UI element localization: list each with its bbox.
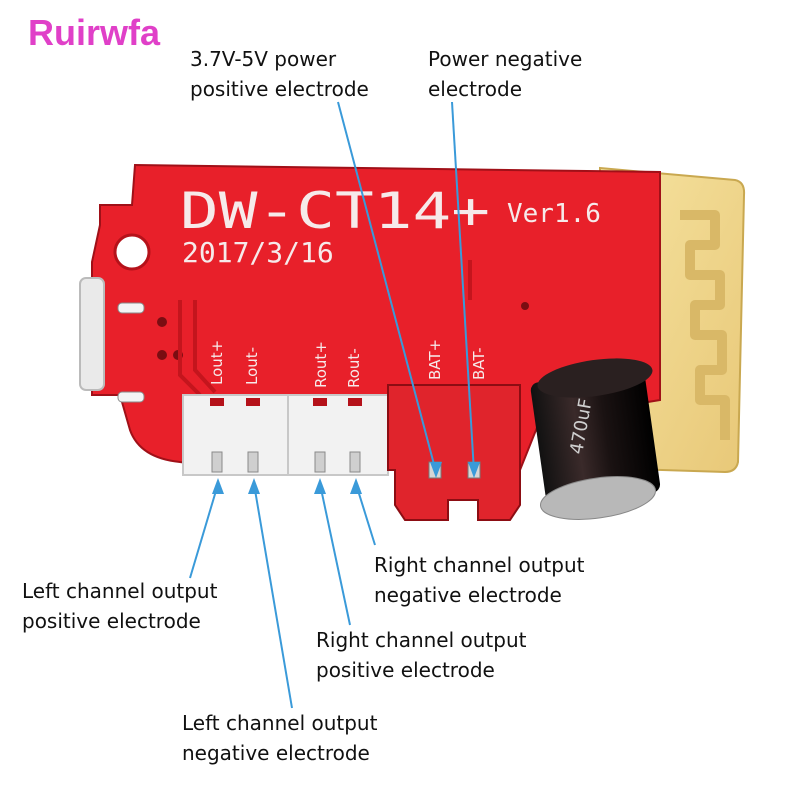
arrowhead: [350, 478, 362, 494]
left-channel-connector: [182, 394, 289, 476]
pin-label-rout-plus: Rout+: [312, 341, 330, 388]
arrowhead: [430, 462, 442, 478]
capacitor-top: [537, 358, 653, 398]
pcb-trace: [178, 300, 202, 397]
pcb-trace: [193, 300, 217, 394]
connector-slot: [348, 398, 362, 406]
pin-label-lout-minus: Lout-: [243, 347, 261, 385]
label-left-negative: Left channel output negative electrode: [182, 711, 378, 765]
board-version: Ver1.6: [507, 199, 601, 229]
connector-pin: [247, 451, 259, 473]
via: [157, 350, 167, 360]
connector-pin: [349, 451, 361, 473]
right-channel-connector: [287, 394, 389, 476]
arrowhead: [212, 478, 224, 494]
board-date: 2017/3/16: [182, 236, 334, 269]
via: [157, 317, 167, 327]
board-model: DW-CT14+: [180, 182, 490, 240]
leader-power-negative: [451, 101, 475, 473]
smd-pad: [117, 391, 145, 403]
arrowhead: [468, 462, 480, 478]
pin-label-lout-plus: Lout+: [208, 340, 226, 385]
connector-pin: [314, 451, 326, 473]
connector-slot: [246, 398, 260, 406]
pin-label-bat-minus: BAT-: [470, 347, 488, 380]
leader-left-positive: [189, 483, 219, 579]
leader-lines: [189, 101, 475, 709]
label-right-positive: Right channel output positive electrode: [316, 628, 527, 682]
watermark: Ruirwfa: [28, 12, 161, 53]
connector-slot: [313, 398, 327, 406]
label-left-positive: Left channel output positive electrode: [22, 579, 218, 633]
antenna-trace: [680, 210, 730, 440]
pin-label-rout-minus: Rout-: [345, 348, 363, 388]
connector-pin: [211, 451, 223, 473]
label-right-negative: Right channel output negative electrode: [374, 553, 585, 607]
arrowheads: [212, 462, 480, 494]
label-power-positive: 3.7V-5V power positive electrode: [190, 47, 369, 101]
label-power-negative: Power negative electrode: [428, 47, 583, 101]
battery-connector: [387, 384, 521, 521]
arrowhead: [248, 478, 260, 494]
mounting-hole: [113, 233, 151, 271]
leader-left-negative: [253, 483, 293, 709]
via: [521, 302, 529, 310]
capacitor-body: [530, 368, 661, 507]
side-switch: [79, 277, 105, 391]
arrowhead: [314, 478, 326, 494]
connector-slot: [210, 398, 224, 406]
capacitor-bottom: [539, 476, 657, 520]
smd-pad: [117, 302, 145, 314]
leader-right-positive: [319, 483, 351, 626]
leader-power-positive: [337, 101, 437, 473]
pin-label-bat-plus: BAT+: [426, 339, 444, 380]
leader-right-negative: [355, 483, 376, 546]
